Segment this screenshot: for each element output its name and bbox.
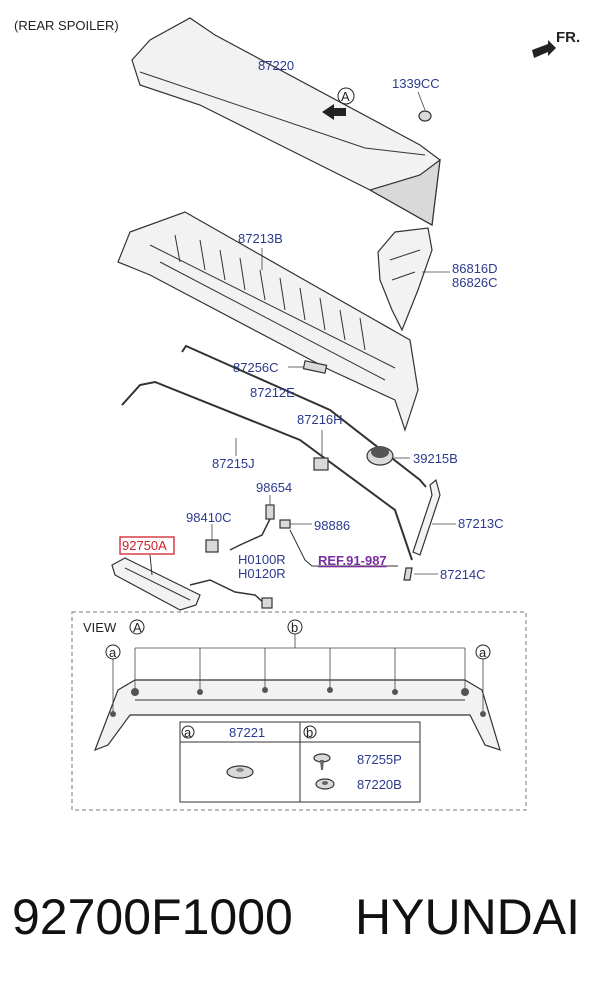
callout-87216H: 87216H <box>297 412 343 427</box>
marker-a-left: a <box>109 645 117 660</box>
callout-H0120R: H0120R <box>238 566 286 581</box>
view-a-pointer: A <box>322 87 355 120</box>
screw-1339CC <box>417 91 432 122</box>
section-title: (REAR SPOILER) <box>14 18 119 33</box>
legend-col-b-part1: 87255P <box>357 752 402 767</box>
harness-connector <box>261 597 273 609</box>
washer-87221-icon <box>226 765 254 779</box>
pad-87216H <box>313 457 329 471</box>
grommet-87220B-icon <box>315 778 335 790</box>
callout-86816D: 86816D <box>452 261 498 276</box>
front-direction-indicator: FR. <box>532 29 580 58</box>
clip-87255P-icon <box>313 753 331 770</box>
callout-98886: 98886 <box>314 518 350 533</box>
callout-39215B: 39215B <box>413 451 458 466</box>
callout-H0100R: H0100R <box>238 552 286 567</box>
pad-87256C <box>302 360 328 374</box>
legend-col-a-part: 87221 <box>229 725 265 740</box>
callout-87214C: 87214C <box>440 567 486 582</box>
callout-87220: 87220 <box>258 58 294 73</box>
legend-col-b-letter: b <box>306 725 313 740</box>
ref-91-987-link[interactable]: REF.91-987 <box>318 553 387 568</box>
direction-label: FR. <box>556 29 580 46</box>
connector-98886 <box>279 519 312 529</box>
lamp-harness <box>189 579 267 606</box>
legend-col-b-part2: 87220B <box>357 777 402 792</box>
side-trim-87213C <box>412 478 441 556</box>
highlight-box-92750A <box>119 536 175 555</box>
washer-hose <box>229 518 271 551</box>
part-number: 92700F1000 <box>12 889 293 945</box>
callout-92750A[interactable]: 92750A <box>122 538 167 553</box>
inner-panel-87213B <box>117 211 419 432</box>
marker-b-top: b <box>291 620 298 635</box>
rear-spoiler-87220 <box>131 17 441 226</box>
callout-87215J: 87215J <box>212 456 255 471</box>
side-bracket-86816D <box>377 227 433 332</box>
view-a-marker: A <box>341 89 350 104</box>
clip-87214C <box>403 567 413 581</box>
callout-87256C: 87256C <box>233 360 279 375</box>
ref-lead <box>289 529 398 567</box>
marker-a-right: a <box>479 645 487 660</box>
callout-1339CC: 1339CC <box>392 76 440 91</box>
washer-nozzle-98654 <box>265 495 275 520</box>
product-footer: 92700F1000 HYUNDAI <box>0 880 600 960</box>
callout-98654: 98654 <box>256 480 292 495</box>
high-mount-stop-lamp <box>111 554 201 611</box>
legend-col-a-letter: a <box>184 725 192 740</box>
clip-98410C <box>205 524 219 553</box>
view-label: VIEW <box>83 620 117 635</box>
callout-98410C: 98410C <box>186 510 232 525</box>
seal-strip-87212E <box>181 344 427 488</box>
long-seal-87215J <box>121 380 413 561</box>
arrow-icon <box>532 40 556 58</box>
brand-name: HYUNDAI <box>355 889 581 945</box>
callout-87212E: 87212E <box>250 385 295 400</box>
callout-87213C: 87213C <box>458 516 504 531</box>
callout-86826C: 86826C <box>452 275 498 290</box>
view-letter: A <box>133 620 142 635</box>
view-a-panel: VIEW A b a a <box>71 611 527 811</box>
callout-87213B: 87213B <box>238 231 283 246</box>
grommet-39215B <box>366 446 394 466</box>
arrow-icon <box>322 104 346 120</box>
